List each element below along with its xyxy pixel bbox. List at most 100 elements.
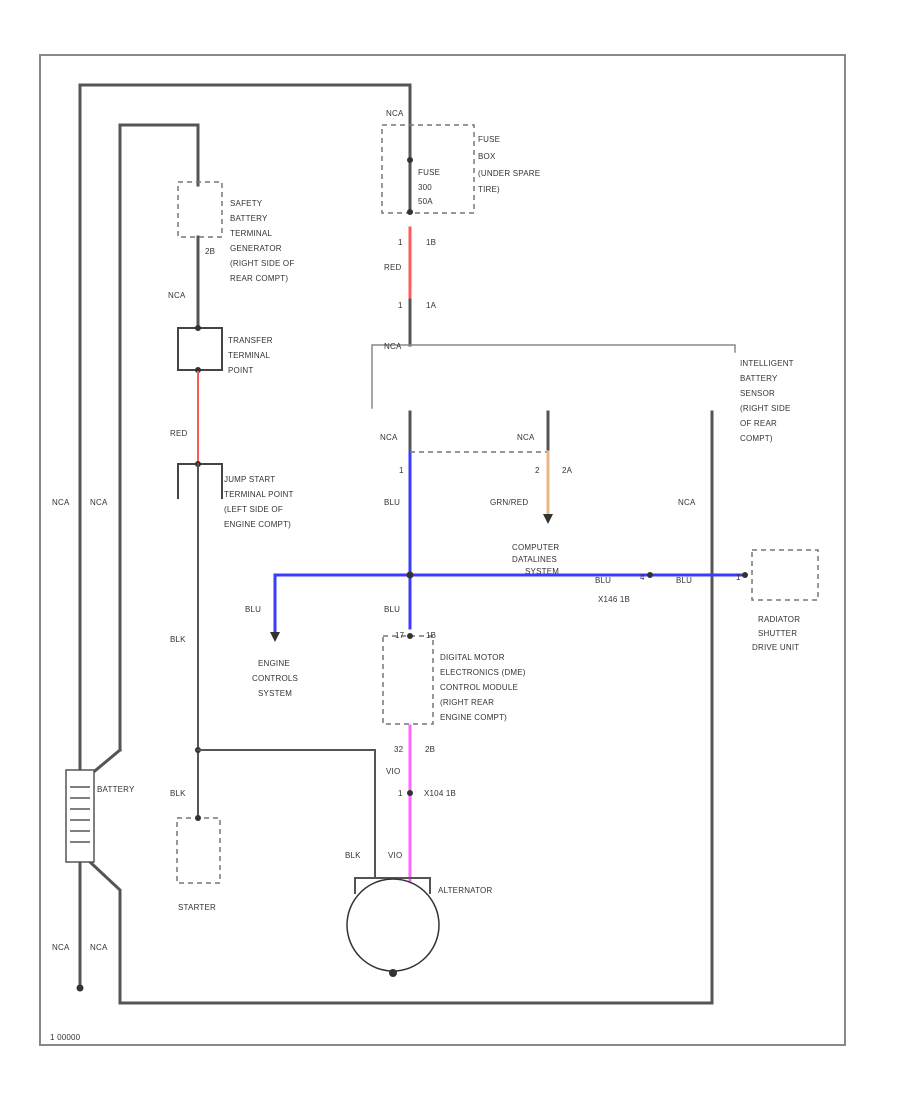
label-fuse-box: BOX [478, 152, 496, 161]
label-intelligent-battery-sensor: COMPT) [740, 434, 773, 443]
transfer-terminal-bottom [195, 367, 201, 373]
label-nca: NCA [52, 498, 70, 507]
diagram-border [39, 54, 846, 1046]
label-connector: X146 1B [598, 595, 630, 604]
label-nca: NCA [678, 498, 696, 507]
wire-inner-frame [118, 123, 200, 752]
label-jump-start-terminal: ENGINE COMPT) [224, 520, 291, 529]
label-intelligent-battery-sensor: SENSOR [740, 389, 775, 398]
label-pin: 4 [640, 573, 645, 582]
label-fuse-number: 300 [418, 183, 432, 192]
label-computer-datalines: SYSTEM [525, 567, 559, 576]
battery-body [65, 769, 95, 863]
label-fuse-box: (UNDER SPARE [478, 169, 540, 178]
label-nca: NCA [380, 433, 398, 442]
label-wire-blk: BLK [345, 851, 361, 860]
label-wire-vio: VIO [386, 767, 400, 776]
label-safety-battery-terminal: REAR COMPT) [230, 274, 288, 283]
label-transfer-terminal: POINT [228, 366, 253, 375]
label-pin: 32 [394, 745, 404, 754]
label-fuse-box: TIRE) [478, 185, 500, 194]
label-nca: NCA [90, 943, 108, 952]
battery-cells [70, 786, 90, 843]
label-radiator-shutter: RADIATOR [758, 615, 800, 624]
label-engine-controls: ENGINE [258, 659, 290, 668]
label-wire-blu: BLU [384, 605, 400, 614]
label-pin: 1 [398, 789, 403, 798]
safety-battery-terminal-outline [177, 181, 223, 238]
label-computer-datalines: DATALINES [512, 555, 557, 564]
label-engine-controls: CONTROLS [252, 674, 298, 683]
alternator-bracket [354, 877, 431, 894]
label-wire-vio: VIO [388, 851, 402, 860]
label-safety-battery-terminal: GENERATOR [230, 244, 282, 253]
label-nca: NCA [384, 342, 402, 351]
label-wire-red: RED [384, 263, 402, 272]
fuse-terminal-bottom [407, 209, 413, 215]
radiator-shutter-outline [751, 549, 819, 601]
label-safety-battery-terminal: (RIGHT SIDE OF [230, 259, 294, 268]
label-jump-start-terminal: (LEFT SIDE OF [224, 505, 283, 514]
label-pin: 1 [399, 466, 404, 475]
dme-control-module-outline [382, 635, 434, 725]
starter-outline [176, 817, 221, 884]
arrow-grn-red [543, 514, 553, 524]
label-engine-controls: SYSTEM [258, 689, 292, 698]
label-safety-battery-terminal: TERMINAL [230, 229, 272, 238]
fuse-box-outline [381, 124, 475, 214]
radiator-shutter-terminal [742, 572, 748, 578]
label-pin: 2B [205, 247, 215, 256]
wire-outer-frame [78, 83, 412, 772]
label-pin: 1 [398, 238, 403, 247]
label-pin: 1B [426, 238, 436, 247]
arrow-engine-controls [270, 632, 280, 642]
label-nca: NCA [517, 433, 535, 442]
label-fuse: FUSE [418, 168, 440, 177]
ground-point-left [76, 984, 84, 992]
splice-blue [406, 571, 414, 579]
label-radiator-shutter: SHUTTER [758, 629, 797, 638]
dme-terminal-top [407, 633, 413, 639]
label-wire-blu: BLU [245, 605, 261, 614]
label-computer-datalines: COMPUTER [512, 543, 559, 552]
label-pin: 2 [535, 466, 540, 475]
label-dme-module: CONTROL MODULE [440, 683, 518, 692]
label-safety-battery-terminal: SAFETY [230, 199, 263, 208]
label-wire-blk: BLK [170, 789, 186, 798]
label-intelligent-battery-sensor: INTELLIGENT [740, 359, 794, 368]
connector-x146 [647, 572, 653, 578]
label-jump-start-terminal: JUMP START [224, 475, 275, 484]
label-pin: 1 [736, 573, 741, 582]
label-nca: NCA [168, 291, 186, 300]
label-radiator-shutter: DRIVE UNIT [752, 643, 799, 652]
label-fuse-rating: 50A [418, 197, 433, 206]
label-fuse-box: FUSE [478, 135, 500, 144]
label-transfer-terminal: TERMINAL [228, 351, 270, 360]
label-dme-module: (RIGHT REAR [440, 698, 494, 707]
connector-x104 [407, 790, 413, 796]
label-transfer-terminal: TRANSFER [228, 336, 273, 345]
label-pin: 1 [398, 301, 403, 310]
wire-blk-to-alternator [197, 749, 376, 879]
label-wire-blu: BLU [595, 576, 611, 585]
transfer-terminal-box [177, 327, 223, 371]
wire-inner-diag-bottom [87, 410, 714, 1005]
label-dme-module: ENGINE COMPT) [440, 713, 507, 722]
alternator-symbol [346, 878, 440, 972]
wire-inner-diag-top [87, 747, 123, 778]
label-intelligent-battery-sensor: (RIGHT SIDE [740, 404, 791, 413]
label-jump-start-terminal: TERMINAL POINT [224, 490, 294, 499]
label-wire-blu: BLU [384, 498, 400, 507]
label-pin: 2A [562, 466, 573, 475]
label-wire-grn-red: GRN/RED [490, 498, 528, 507]
label-alternator: ALTERNATOR [438, 886, 492, 895]
label-pin: 1A [426, 301, 437, 310]
label-dme-module: DIGITAL MOTOR [440, 653, 505, 662]
label-pin: 17 [395, 631, 405, 640]
label-intelligent-battery-sensor: BATTERY [740, 374, 778, 383]
alternator-ground [389, 969, 397, 977]
label-wire-blu: BLU [676, 576, 692, 585]
sensor-bracket [371, 344, 736, 409]
label-pin: 2B [425, 745, 435, 754]
label-wire-blk: BLK [170, 635, 186, 644]
